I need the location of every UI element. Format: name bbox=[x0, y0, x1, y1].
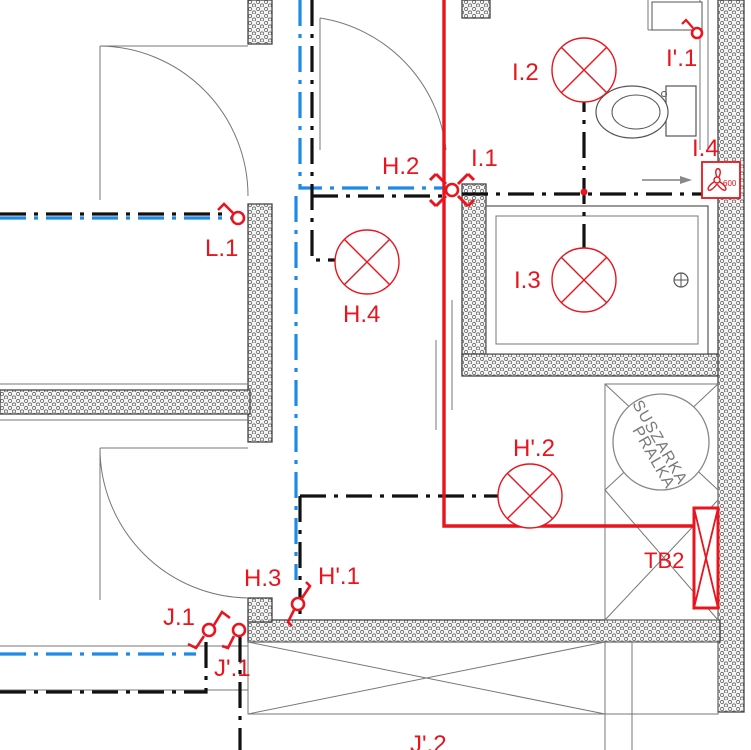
label-ip1: I'.1 bbox=[666, 45, 697, 72]
wall-bottom-left-stub bbox=[247, 597, 273, 623]
fan-icon: 600 bbox=[642, 161, 741, 199]
fan-label: 600 bbox=[723, 179, 737, 188]
switch-icon-jp1 bbox=[221, 622, 247, 650]
label-i2: I.2 bbox=[512, 59, 539, 86]
label-j1: J.1 bbox=[163, 604, 195, 631]
label-h4: H.4 bbox=[343, 301, 380, 328]
toilet-icon bbox=[595, 85, 697, 139]
switch-icon-l1 bbox=[217, 202, 246, 226]
wall-bottom-horizontal bbox=[247, 619, 721, 643]
circuit-blue bbox=[0, 0, 444, 656]
label-hp1: H'.1 bbox=[318, 563, 360, 590]
wall-shower-left bbox=[461, 183, 487, 375]
label-i1: I.1 bbox=[471, 145, 498, 172]
walls bbox=[0, 0, 745, 713]
label-jp2: J'.2 bbox=[410, 731, 447, 750]
wall-top-left-stub bbox=[247, 0, 273, 45]
lamp-icon-i3 bbox=[551, 247, 617, 313]
wall-left-horizontal bbox=[0, 389, 251, 415]
label-hp2: H'.2 bbox=[513, 435, 555, 462]
laundry-circle: SUSZARKA PRALKA bbox=[612, 393, 710, 492]
circuit-black bbox=[0, 0, 718, 750]
switch-icon-j1 bbox=[187, 610, 231, 650]
switch-icon-h2-i1 bbox=[428, 172, 476, 208]
label-jp1: J'.1 bbox=[214, 655, 251, 682]
wall-right-vertical bbox=[717, 0, 745, 713]
washbasin-icon bbox=[651, 1, 703, 31]
wall-shower-bottom bbox=[461, 353, 721, 377]
label-l1: L.1 bbox=[205, 235, 238, 262]
label-h3: H.3 bbox=[244, 565, 281, 592]
label-tb2: TB2 bbox=[644, 548, 684, 573]
switch-icon-h3-hp1 bbox=[286, 581, 312, 627]
label-i3: I.3 bbox=[514, 267, 541, 294]
switch-icon-ip1 bbox=[681, 18, 704, 40]
label-i4: I.4 bbox=[692, 135, 719, 162]
labels: L.1 H.2 I.1 I.2 I.3 I.4 I'.1 H.4 H'.2 H.… bbox=[163, 45, 719, 750]
lamp-icon-i2 bbox=[551, 37, 617, 103]
wall-top-mid-stub bbox=[461, 0, 491, 19]
label-h2: H.2 bbox=[382, 153, 419, 180]
lamp-icon-hp2 bbox=[497, 463, 563, 529]
wall-left-vertical bbox=[247, 203, 273, 443]
distribution-box-icon bbox=[692, 506, 720, 610]
circuit-red bbox=[442, 0, 694, 528]
lamp-icon-h4 bbox=[334, 229, 400, 295]
